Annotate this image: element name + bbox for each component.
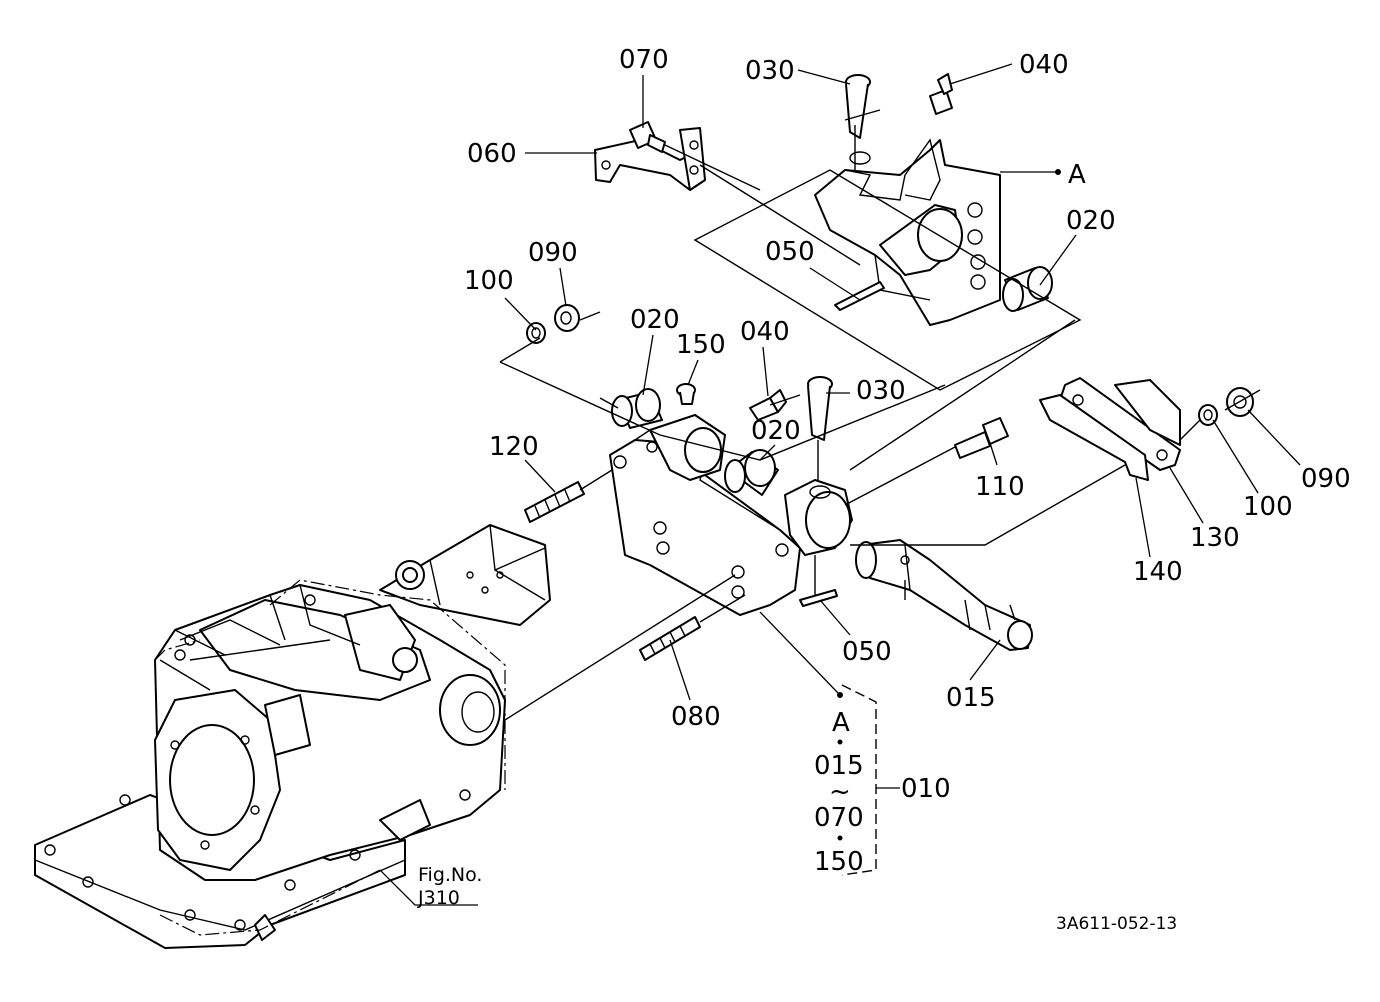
label-100-left: 100 <box>464 266 514 296</box>
label-060: 060 <box>467 139 517 169</box>
group-tilde: ~ <box>829 777 851 807</box>
group-range-end: 070 <box>814 803 864 833</box>
ref-a-low-dot <box>837 692 843 698</box>
label-080: 080 <box>671 702 721 732</box>
label-120: 120 <box>489 432 539 462</box>
assembly-lines <box>499 109 1261 721</box>
label-030-mid: 030 <box>856 376 906 406</box>
label-050-low: 050 <box>842 637 892 667</box>
nut-090-left <box>554 304 580 332</box>
assembly-group-callout: A 015 ~ 070 150 010 <box>814 684 951 877</box>
bushing-020-top <box>1002 266 1053 312</box>
lift-bracket-lower <box>609 414 853 616</box>
label-070: 070 <box>619 45 669 75</box>
label-110: 110 <box>975 472 1025 502</box>
label-030-top: 030 <box>745 56 795 86</box>
shaft-015 <box>855 539 1033 651</box>
transmission-case <box>34 524 551 949</box>
label-040-mid: 040 <box>740 317 790 347</box>
washer-100-right <box>1198 404 1218 426</box>
plug-150 <box>676 383 696 405</box>
label-090-right: 090 <box>1301 464 1351 494</box>
bushing-020-mid <box>611 388 663 429</box>
bolt-070 <box>629 121 666 153</box>
label-130: 130 <box>1190 523 1240 553</box>
label-150: 150 <box>676 330 726 360</box>
stud-bolt-120 <box>524 481 585 523</box>
part-number-labels: 070 030 040 060 A 020 050 100 090 020 15… <box>464 45 1351 732</box>
label-020-low: 020 <box>751 416 801 446</box>
label-140: 140 <box>1133 557 1183 587</box>
lift-bracket-upper <box>814 138 1001 326</box>
stay-060 <box>594 127 706 191</box>
group-ref-a: A <box>832 708 850 738</box>
bushing-020-low <box>724 449 779 496</box>
label-ref-a-top: A <box>1068 160 1086 190</box>
group-dot-2 <box>837 835 843 841</box>
ref-a-top-dot <box>1055 169 1061 175</box>
label-050-top: 050 <box>765 237 815 267</box>
pin-030-mid <box>807 376 833 441</box>
washer-100-left <box>526 322 546 344</box>
group-assembly-number: 010 <box>901 774 951 804</box>
stop-140 <box>1039 394 1149 481</box>
cotter-pin-050-top <box>834 281 885 311</box>
figure-ref-line2: J310 <box>417 887 460 909</box>
rod-080 <box>639 616 701 661</box>
cotter-pin-050-low <box>799 589 838 607</box>
bolt-110 <box>954 417 1009 459</box>
figure-ref-line1: Fig.No. <box>418 864 482 886</box>
label-015: 015 <box>946 683 996 713</box>
label-040-top: 040 <box>1019 50 1069 80</box>
label-090-left: 090 <box>528 238 578 268</box>
drawing-code: 3A611-052-13 <box>1056 914 1177 934</box>
group-dot-1 <box>837 739 843 745</box>
grease-nipple-040-mid <box>749 389 787 421</box>
label-020-top: 020 <box>1066 206 1116 236</box>
group-range-start: 015 <box>814 751 864 781</box>
grease-nipple-040-top <box>929 73 953 115</box>
label-020-mid: 020 <box>630 305 680 335</box>
leader-lines <box>379 63 1301 906</box>
label-100-right: 100 <box>1243 492 1293 522</box>
group-extra: 150 <box>814 847 864 877</box>
